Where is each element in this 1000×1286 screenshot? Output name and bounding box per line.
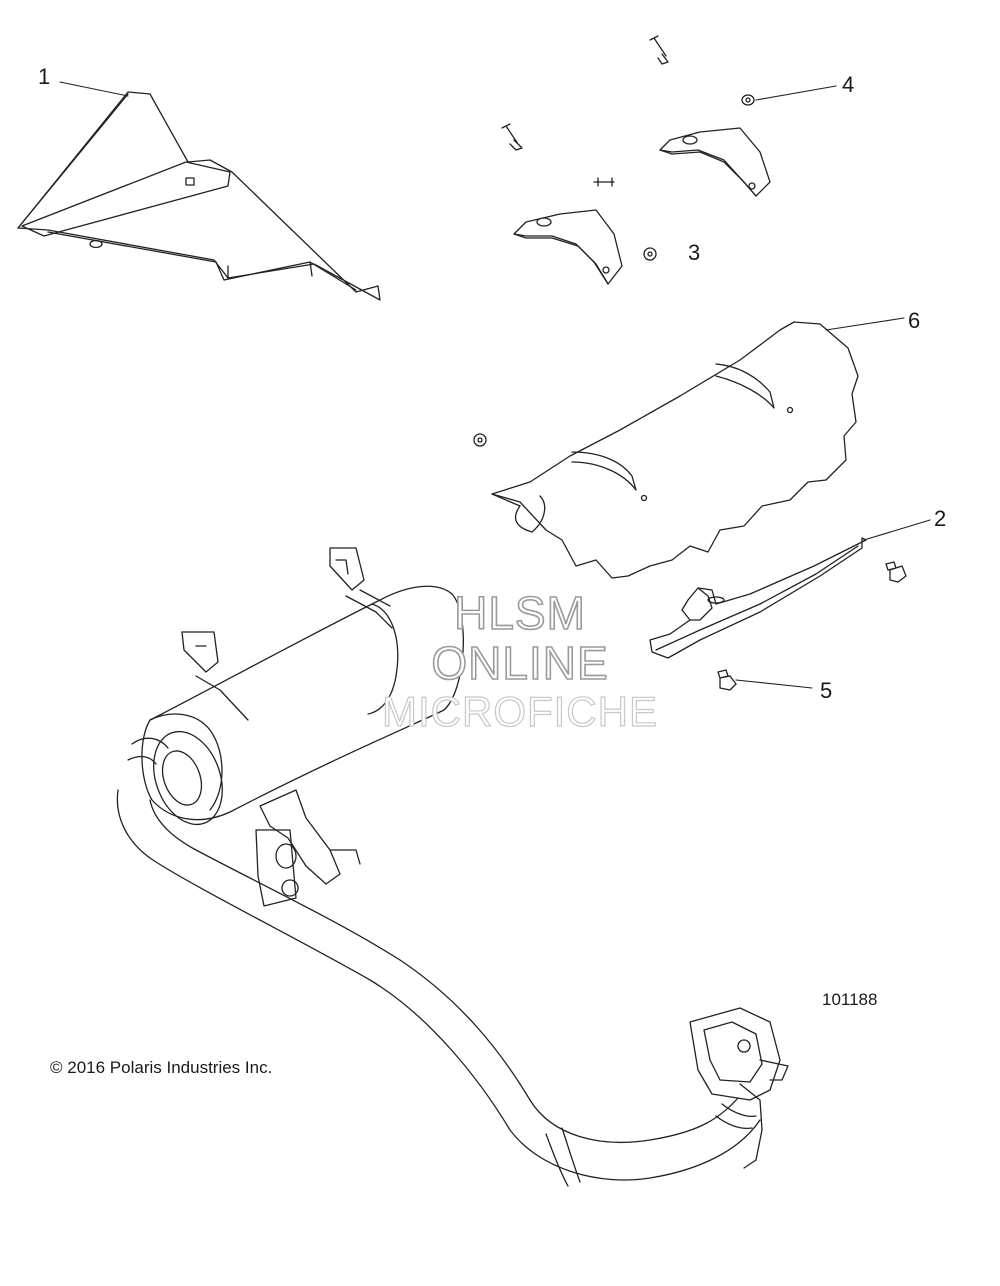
part-5-bolts[interactable] (718, 562, 906, 690)
callout-5: 5 (820, 678, 833, 703)
part-1-heat-shield[interactable] (18, 92, 380, 300)
callout-4: 4 (842, 72, 855, 97)
part-6-muffler-shield[interactable] (474, 248, 858, 578)
figure-id: 101188 (822, 990, 878, 1009)
part-3-clamp-brackets[interactable] (502, 36, 770, 284)
exhaust-head-pipe (117, 790, 788, 1186)
watermark-line-2: ONLINE (431, 636, 609, 690)
callout-6: 6 (908, 308, 921, 333)
callout-3: 3 (688, 240, 701, 265)
watermark-line-1: HLSM (453, 586, 586, 640)
callout-2: 2 (934, 506, 947, 531)
copyright-notice: © 2016 Polaris Industries Inc. (50, 1058, 273, 1077)
callout-1: 1 (38, 64, 51, 89)
part-2-bracket[interactable] (650, 538, 866, 658)
part-4-nut[interactable] (742, 95, 754, 105)
muffler-body (128, 548, 463, 906)
watermark-line-3: MICROFICHE (381, 687, 658, 735)
leader-lines (60, 82, 930, 688)
